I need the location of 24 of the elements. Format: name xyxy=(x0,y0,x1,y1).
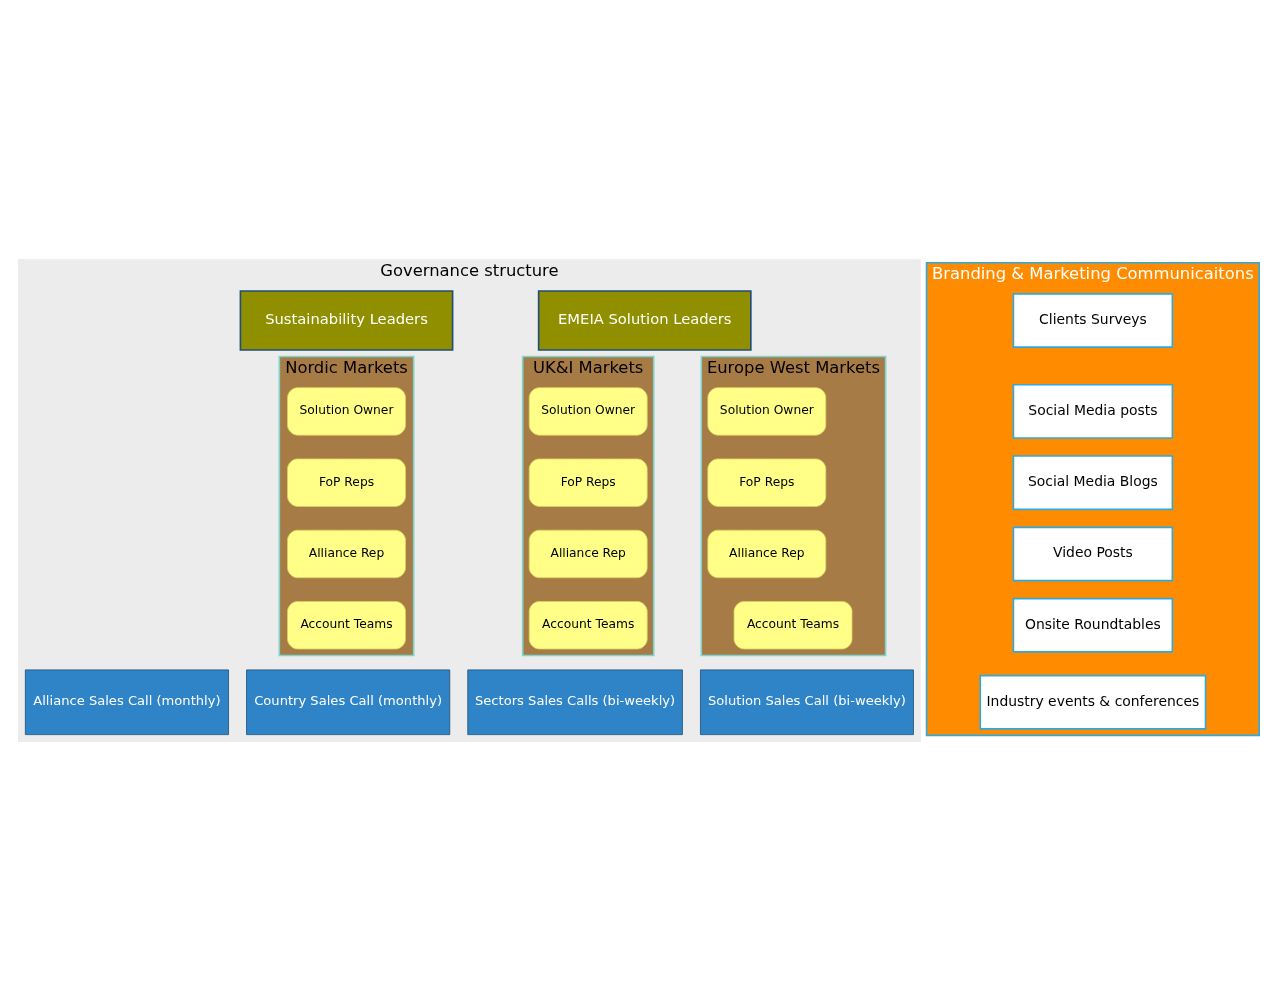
node-box: Sustainability Leaders xyxy=(239,289,454,351)
node-box: Alliance Sales Call (monthly) xyxy=(24,669,229,735)
node-box: Alliance Rep xyxy=(287,529,406,578)
node-box: Account Teams xyxy=(528,600,648,649)
node-box: Alliance Rep xyxy=(528,529,648,578)
node-box: Social Media Blogs xyxy=(1012,454,1174,510)
node-box: Onsite Roundtables xyxy=(1012,597,1174,653)
node-box: Industry events & conferences xyxy=(979,674,1207,730)
node-box: Video Posts xyxy=(1012,526,1174,581)
node-box: Clients Surveys xyxy=(1012,292,1174,348)
node-box: FoP Reps xyxy=(287,458,406,507)
node-box: Social Media posts xyxy=(1012,383,1174,439)
node-box: FoP Reps xyxy=(707,458,827,507)
node-box: Solution Owner xyxy=(528,386,648,436)
node-box: Account Teams xyxy=(733,600,853,649)
node-box: EMEIA Solution Leaders xyxy=(537,289,752,351)
node-box: Alliance Rep xyxy=(707,529,827,578)
node-box: FoP Reps xyxy=(528,458,648,507)
node-box: Sectors Sales Calls (bi-weekly) xyxy=(467,669,683,735)
node-box: Account Teams xyxy=(287,600,406,649)
node-box: Solution Owner xyxy=(707,386,827,436)
node-box: Solution Owner xyxy=(287,386,406,436)
node-box: Country Sales Call (monthly) xyxy=(246,669,451,735)
node-box: Solution Sales Call (bi-weekly) xyxy=(700,669,914,735)
